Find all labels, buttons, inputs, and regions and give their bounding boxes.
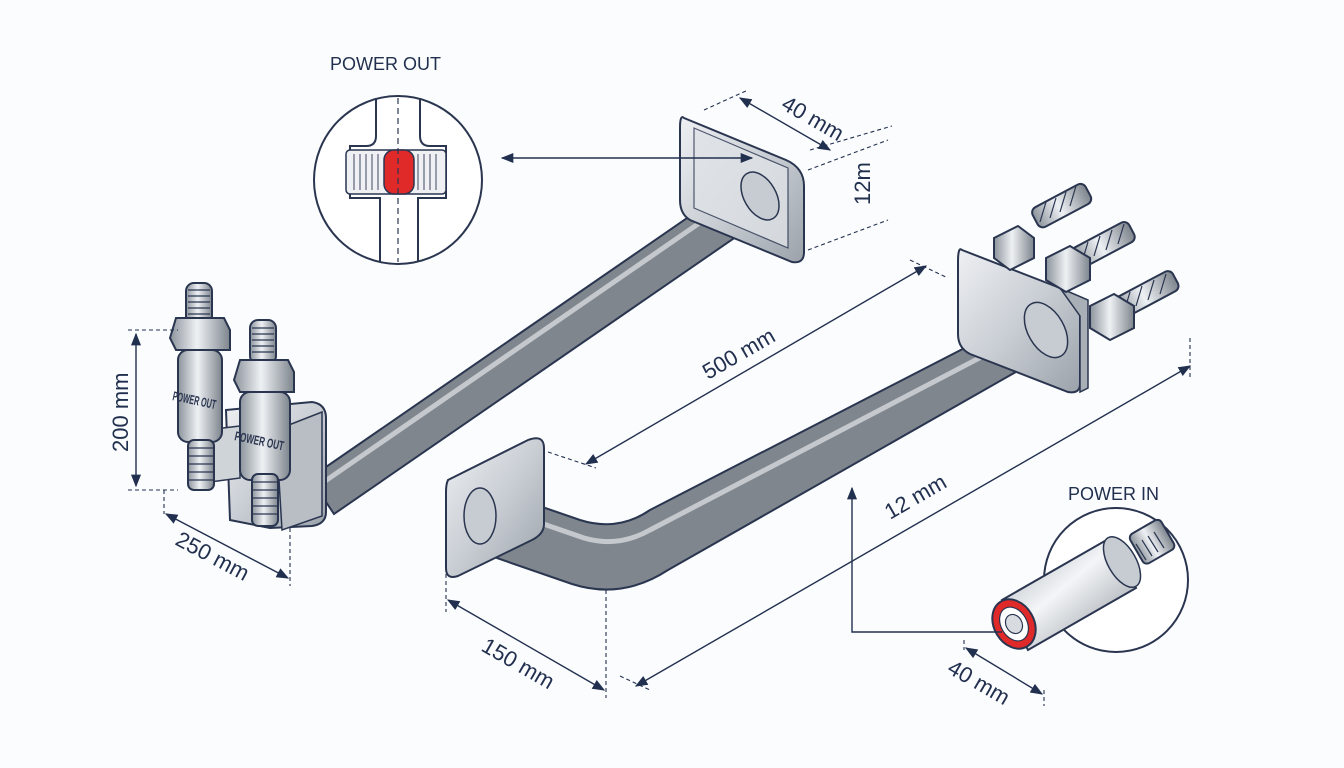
dim-lower-length-text: 12 mm bbox=[880, 469, 951, 524]
dim-connector-diameter-text: 40 mm bbox=[944, 655, 1015, 710]
left-bolt-2: POWER OUT bbox=[232, 319, 295, 527]
power-in-detail: POWER IN bbox=[991, 484, 1189, 653]
dim-left-height-text: 200 mm bbox=[108, 373, 133, 452]
dim-flange-thickness-text: 12m bbox=[850, 162, 875, 205]
power-out-detail: POWER OUT bbox=[313, 54, 483, 265]
dim-flange-width-text: 40 mm bbox=[778, 91, 849, 146]
power-out-label: POWER OUT bbox=[330, 54, 441, 74]
lower-right-flange-assembly bbox=[957, 182, 1180, 394]
dim-left-width-text: 250 mm bbox=[172, 526, 254, 585]
power-in-leader bbox=[846, 486, 1002, 633]
dim-flange-thickness: 12m bbox=[807, 139, 889, 251]
dim-left-height: 200 mm bbox=[108, 329, 178, 491]
dim-bend-leg-text: 150 mm bbox=[478, 633, 559, 694]
right-bolt-1 bbox=[993, 182, 1093, 272]
lower-left-flange-plate bbox=[445, 437, 545, 578]
left-end-assembly: POWER OUT POWER OUT bbox=[168, 282, 327, 532]
right-bolt-2 bbox=[1045, 221, 1136, 294]
power-in-label: POWER IN bbox=[1068, 484, 1159, 504]
left-bolt-1: POWER OUT bbox=[168, 282, 231, 491]
right-bolt-3 bbox=[1089, 270, 1180, 342]
